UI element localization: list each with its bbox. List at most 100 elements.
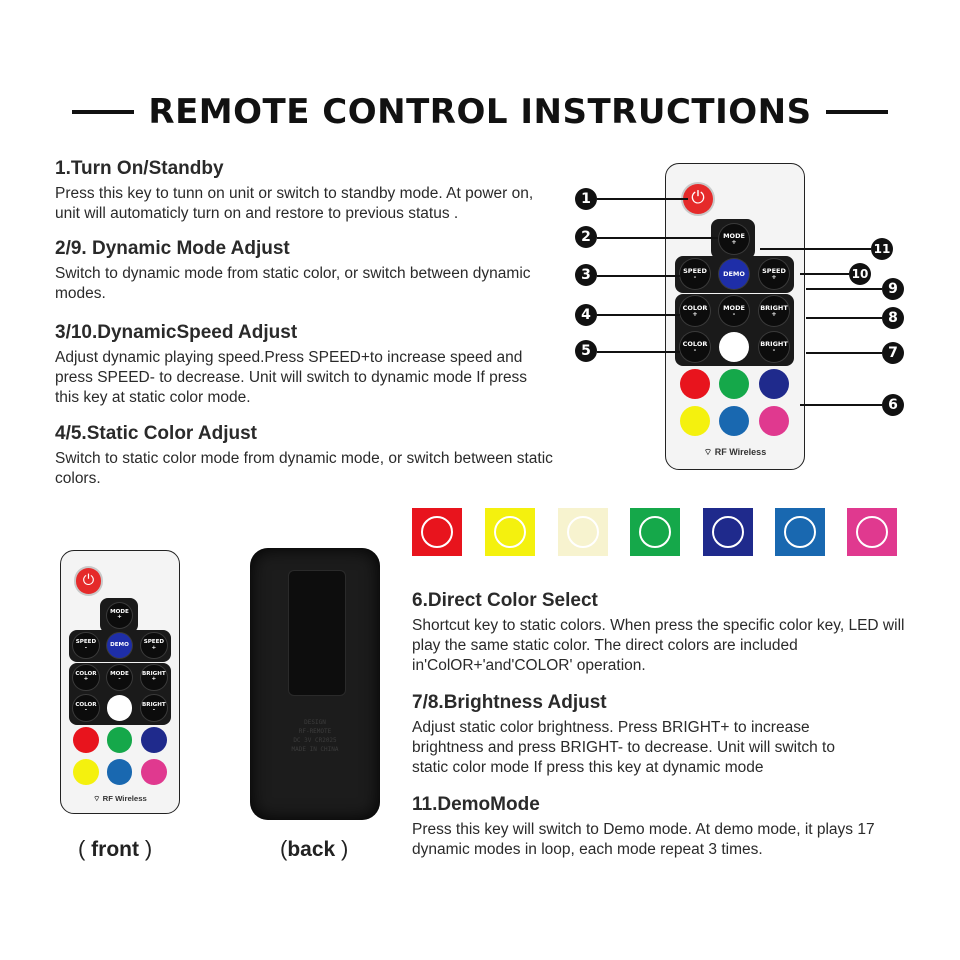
color-key[interactable] xyxy=(140,759,167,785)
section-dynamic-speed: 3/10.DynamicSpeed Adjust Adjust dynamic … xyxy=(55,322,555,408)
color-key[interactable] xyxy=(680,406,710,436)
battery-cover xyxy=(288,570,346,696)
section-text: Press this key to tunn on unit or switch… xyxy=(55,185,534,222)
callout-number: 9 xyxy=(882,278,904,300)
speed-plus-key[interactable]: SPEED+ xyxy=(140,632,167,659)
key-label: MODE xyxy=(110,608,129,615)
callout-number: 3 xyxy=(575,264,597,286)
key-label: + xyxy=(692,310,698,318)
key-label: - xyxy=(732,310,736,318)
key-label: + xyxy=(151,644,157,651)
key-label: + xyxy=(83,676,89,683)
caption-back: (back ) xyxy=(280,836,349,861)
section-dynamic-mode: 2/9. Dynamic Mode Adjust Switch to dynam… xyxy=(55,238,535,304)
color-key[interactable] xyxy=(719,406,749,436)
color-key[interactable] xyxy=(680,369,710,399)
speed-minus-key[interactable]: SPEED- xyxy=(680,259,710,289)
callout-leader-line xyxy=(597,351,680,353)
section-heading: 7/8.Brightness Adjust xyxy=(412,692,607,713)
mode-minus-key[interactable]: MODE- xyxy=(719,296,749,326)
mode-minus-key[interactable]: MODE- xyxy=(106,664,133,691)
key-label: DEMO xyxy=(110,641,129,648)
key-label: + xyxy=(117,614,122,621)
color-plus-key[interactable]: COLOR+ xyxy=(680,296,710,326)
section-static-color: 4/5.Static Color Adjust Switch to static… xyxy=(55,423,560,489)
bright-minus-key[interactable]: BRIGHT- xyxy=(140,695,167,722)
mode-plus-key[interactable]: MODE+ xyxy=(106,602,133,629)
speed-minus-key[interactable]: SPEED- xyxy=(73,632,99,659)
color-swatch xyxy=(847,508,897,556)
section-direct-color: 6.Direct Color Select Shortcut key to st… xyxy=(412,590,907,676)
section-text: Switch to dynamic mode from static color… xyxy=(55,265,531,302)
bright-plus-key[interactable]: BRIGHT+ xyxy=(140,664,167,691)
caption-front: ( front ) xyxy=(78,836,153,861)
swatch-ring xyxy=(712,516,744,548)
brand-label: ⌔ RF Wireless xyxy=(703,447,767,457)
callout-leader-line xyxy=(597,198,688,200)
key-label: BRIGHT xyxy=(760,339,788,348)
callout-leader-line xyxy=(800,273,849,275)
page-title-bar: REMOTE CONTROL INSTRUCTIONS xyxy=(0,92,960,132)
color-key[interactable] xyxy=(759,369,789,399)
callout-number: 7 xyxy=(882,342,904,364)
section-text: Adjust dynamic playing speed.Press SPEED… xyxy=(55,349,528,406)
callout-number: 5 xyxy=(575,340,597,362)
color-key[interactable] xyxy=(106,759,133,785)
back-label-line: DC 3V CR2025 xyxy=(293,737,337,744)
key-label: + xyxy=(771,273,777,281)
callout-number: 4 xyxy=(575,304,597,326)
key-label: BRIGHT xyxy=(142,670,166,677)
bright-plus-key[interactable]: BRIGHT+ xyxy=(759,296,789,326)
page-title: REMOTE CONTROL INSTRUCTIONS xyxy=(148,92,812,132)
bright-minus-key[interactable]: BRIGHT- xyxy=(759,332,789,362)
key-label: + xyxy=(151,676,157,683)
caption-back-text: back xyxy=(287,838,336,861)
section-brightness: 7/8.Brightness Adjust Adjust static colo… xyxy=(412,692,872,778)
key-label: SPEED xyxy=(683,266,707,275)
callout-number: 1 xyxy=(575,188,597,210)
swatch-ring xyxy=(856,516,888,548)
color-minus-key[interactable]: COLOR- xyxy=(680,332,710,362)
swatch-ring xyxy=(784,516,816,548)
key-label: - xyxy=(84,707,88,714)
brand-label: ⌔ RF Wireless xyxy=(93,794,147,804)
section-heading: 6.Direct Color Select xyxy=(412,590,598,611)
section-heading: 4/5.Static Color Adjust xyxy=(55,423,257,444)
color-key[interactable] xyxy=(73,727,99,754)
remote-back: DESIGN RF-REMOTE DC 3V CR2025 MADE IN CH… xyxy=(250,548,380,820)
key-label: - xyxy=(693,273,697,281)
color-key[interactable] xyxy=(106,727,133,754)
key-label: - xyxy=(693,346,697,354)
section-text: Adjust static color brightness. Press BR… xyxy=(412,719,835,776)
color-swatch xyxy=(775,508,825,556)
color-key[interactable] xyxy=(140,727,167,754)
color-minus-key[interactable]: COLOR- xyxy=(73,695,99,722)
key-label: SPEED xyxy=(143,638,165,645)
speed-plus-key[interactable]: SPEED+ xyxy=(759,259,789,289)
demo-key[interactable]: DEMO xyxy=(106,632,133,659)
section-text: Switch to static color mode from dynamic… xyxy=(55,450,553,487)
mode-plus-key[interactable]: MODE+ xyxy=(719,224,749,254)
swatch-ring xyxy=(421,516,453,548)
power-button[interactable]: ⏻ xyxy=(683,184,713,214)
color-plus-key[interactable]: COLOR+ xyxy=(73,664,99,691)
caption-front-text: front xyxy=(91,838,139,861)
callout-leader-line xyxy=(597,314,680,316)
demo-key[interactable]: DEMO xyxy=(719,259,749,289)
section-turn-on: 1.Turn On/Standby Press this key to tunn… xyxy=(55,158,555,224)
power-icon: ⏻ xyxy=(691,188,705,209)
color-key[interactable] xyxy=(73,759,99,785)
section-heading: 1.Turn On/Standby xyxy=(55,158,224,179)
key-label: BRIGHT xyxy=(142,701,166,708)
color-key[interactable] xyxy=(759,406,789,436)
key-label: MODE xyxy=(723,231,745,240)
key-label: - xyxy=(84,644,88,651)
white-color-key[interactable] xyxy=(106,695,133,722)
white-color-key[interactable] xyxy=(719,332,749,362)
color-key[interactable] xyxy=(719,369,749,399)
color-swatch xyxy=(558,508,608,556)
power-button[interactable]: ⏻ xyxy=(75,568,102,594)
key-label: BRIGHT xyxy=(760,303,788,312)
key-label: + xyxy=(771,310,777,318)
callout-leader-line xyxy=(806,317,882,319)
